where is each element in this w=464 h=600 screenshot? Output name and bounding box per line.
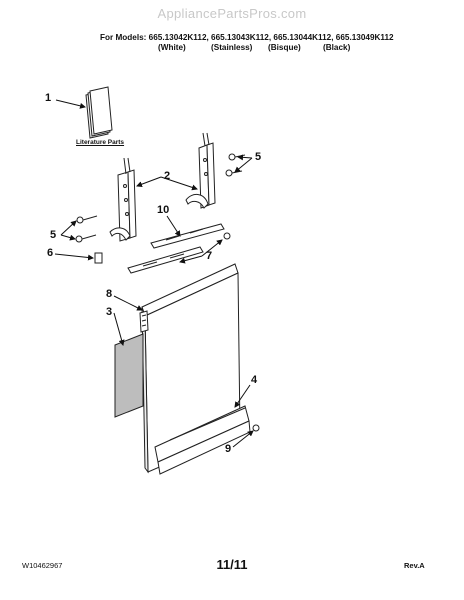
color-bisque: (Bisque) <box>268 43 301 52</box>
watermark-text: AppliancePartsPros.com <box>157 6 307 21</box>
toe-panel-drawing <box>154 405 251 475</box>
callout-1: 1 <box>45 92 52 104</box>
lower-door-bracket-drawing <box>127 246 204 274</box>
callout-4: 4 <box>251 374 258 386</box>
callout-3: 3 <box>106 306 113 318</box>
models-line: For Models: 665.13042K112, 665.13043K112… <box>100 33 394 42</box>
leader-lines <box>54 99 254 448</box>
door-insulation-drawing <box>114 333 144 418</box>
literature-booklet-drawing <box>85 86 113 139</box>
page-number: 11/11 <box>216 557 248 572</box>
left-hinge-bracket-drawing <box>109 157 137 242</box>
revision-label: Rev.A <box>404 561 425 570</box>
callout-10: 10 <box>157 204 170 216</box>
toe-panel-screw-drawing <box>252 424 260 432</box>
upper-door-bracket-drawing <box>150 223 231 249</box>
callout-7: 7 <box>206 250 213 262</box>
callout-5-lower: 5 <box>50 229 57 241</box>
door-clip-drawing <box>94 252 103 264</box>
color-white: (White) <box>158 43 186 52</box>
callout-5-upper: 5 <box>255 151 262 163</box>
callout-2: 2 <box>164 170 171 182</box>
literature-parts-label: Literature Parts <box>76 139 125 146</box>
color-black: (Black) <box>323 43 351 52</box>
right-hinge-bracket-drawing <box>185 132 216 209</box>
callout-8: 8 <box>106 288 113 300</box>
callout-6: 6 <box>47 247 54 259</box>
document-part-number: W10462967 <box>22 561 63 570</box>
callout-9: 9 <box>225 443 232 455</box>
color-stainless: (Stainless) <box>211 43 253 52</box>
